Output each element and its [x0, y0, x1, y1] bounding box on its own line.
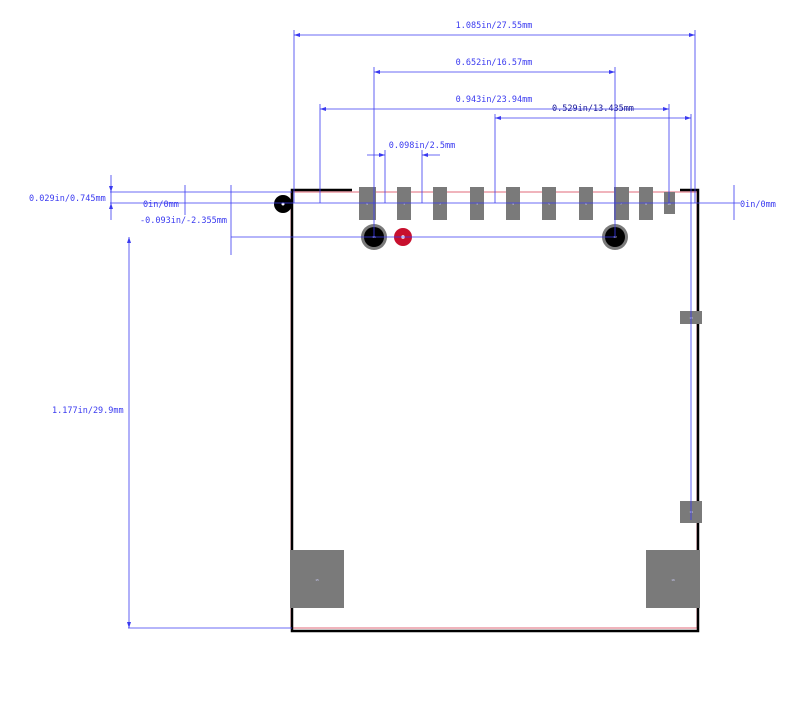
pad-label: 8	[645, 202, 647, 206]
pad-pin-2[interactable]	[433, 187, 447, 220]
pad-label: 2	[439, 202, 441, 206]
pad-corner-16[interactable]	[646, 550, 700, 608]
pad-pin-5[interactable]	[542, 187, 556, 220]
pad-label: 9	[366, 202, 368, 206]
pad-label: 7	[620, 202, 622, 206]
silkscreen-outline	[290, 188, 700, 633]
dimension-labels: 1.085in/27.55mm 0.652in/16.57mm 0.943in/…	[29, 21, 776, 416]
dim-origin-left: 0in/0mm	[143, 200, 179, 210]
pad-pin-3[interactable]	[470, 187, 484, 220]
pad-pin-8[interactable]	[639, 187, 653, 220]
pad-label: 10	[667, 202, 671, 206]
dim-width-overall: 1.085in/27.55mm	[456, 21, 533, 31]
pin-row	[359, 187, 675, 220]
pad-pin-9[interactable]	[359, 187, 376, 220]
pad-label: 16	[671, 578, 675, 582]
pad-pin-4[interactable]	[506, 187, 520, 220]
dim-pitch: 0.098in/2.5mm	[389, 141, 456, 151]
pad-label: 5	[548, 202, 550, 206]
dim-pin-row: 0.943in/23.94mm	[456, 95, 533, 105]
dimension-lines	[110, 30, 740, 629]
pad-corner-15[interactable]	[290, 550, 344, 608]
dim-offset-row: -0.093in/-2.355mm	[140, 216, 227, 226]
pad-label: 15	[315, 578, 319, 582]
pad-label: 1	[403, 202, 405, 206]
dim-origin-right: 0in/0mm	[740, 200, 776, 210]
pin-labels: 9 1 2 3 4 5 6 7 8 10	[366, 202, 671, 206]
dim-height-overall: 1.177in/29.9mm	[52, 406, 124, 416]
dim-offset-left: 0.029in/0.745mm	[29, 194, 106, 204]
courtyard-outline	[290, 191, 698, 629]
pad-pin-1[interactable]	[397, 187, 411, 220]
dimension-arrows	[109, 33, 695, 628]
pad-label: 6	[585, 202, 587, 206]
dim-outer-pads: 0.652in/16.57mm	[456, 58, 533, 68]
pad-pin-6[interactable]	[579, 187, 593, 220]
pad-pin-7[interactable]	[614, 187, 629, 220]
pad-label: 3	[476, 202, 478, 206]
dim-right-group: 0.529in/13.435mm	[552, 104, 634, 114]
pad-label: 4	[512, 202, 514, 206]
